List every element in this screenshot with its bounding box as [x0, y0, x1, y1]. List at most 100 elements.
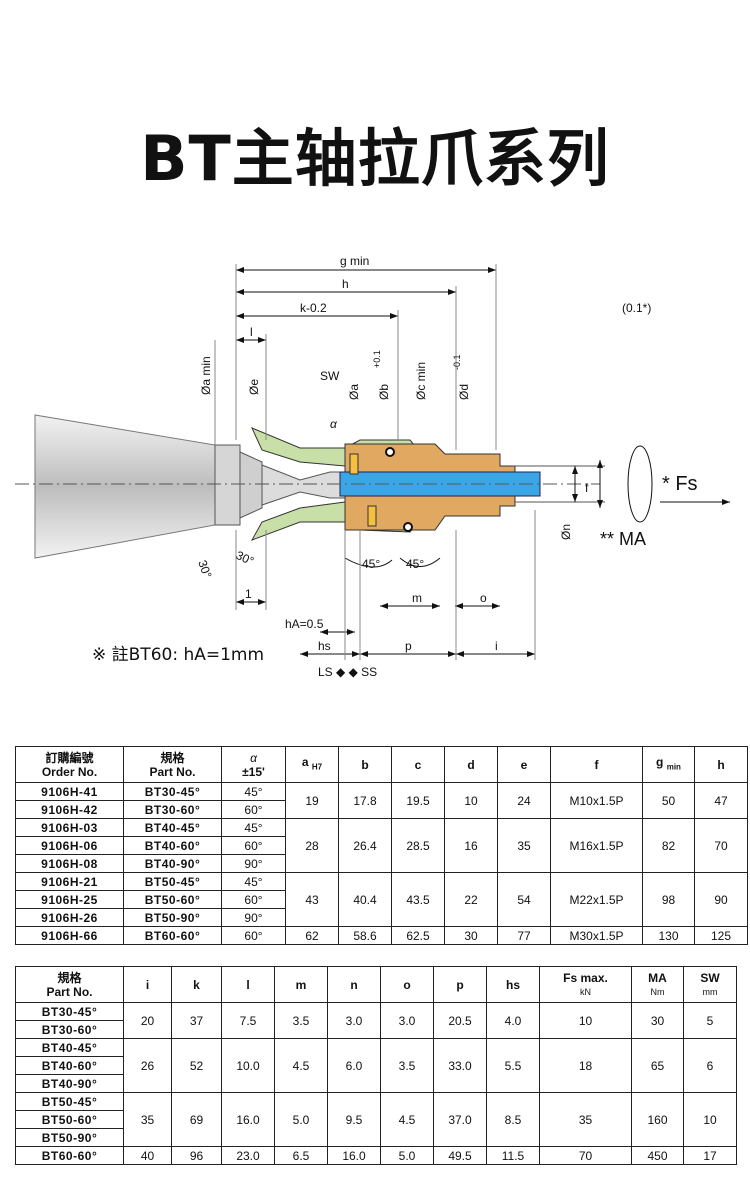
dim-h: h: [342, 277, 349, 291]
part-no: BT50-90°: [15, 1128, 124, 1147]
spec-value: 10.0: [221, 1038, 275, 1093]
spec-value: 96: [171, 1146, 222, 1165]
dim-fs: * Fs: [662, 473, 698, 495]
part-no: BT30-45°: [123, 782, 222, 801]
spec-value: M22x1.5P: [550, 872, 643, 927]
alpha-value: 90°: [221, 908, 286, 927]
col-e: e: [497, 746, 551, 783]
spec-value: 5: [683, 1002, 737, 1039]
spec-value: 77: [497, 926, 551, 945]
spec-value: 30: [444, 926, 498, 945]
col-a: a H7: [285, 746, 339, 783]
spec-value: 98: [642, 872, 695, 927]
spec-value: 69: [171, 1092, 222, 1147]
dim-d: Ød: [457, 384, 471, 400]
spec-value: 18: [539, 1038, 632, 1093]
spec-value: 28.5: [391, 818, 445, 873]
order-no: 9106H-03: [15, 818, 124, 837]
spec-value: 5.5: [486, 1038, 540, 1093]
col-k: k: [171, 966, 222, 1003]
spec-value: 450: [631, 1146, 684, 1165]
spec-value: 24: [497, 782, 551, 819]
part-no: BT50-90°: [123, 908, 222, 927]
part-no: BT50-60°: [15, 1110, 124, 1129]
col-hs: hs: [486, 966, 540, 1003]
col-f: f: [550, 746, 643, 783]
spec-value: 22: [444, 872, 498, 927]
spec-value: 65: [631, 1038, 684, 1093]
part-no: BT40-45°: [15, 1038, 124, 1057]
col-i: i: [123, 966, 172, 1003]
col-p: p: [433, 966, 487, 1003]
spec-value: M30x1.5P: [550, 926, 643, 945]
order-no: 9106H-66: [15, 926, 124, 945]
part-no: BT40-45°: [123, 818, 222, 837]
part-no: BT50-60°: [123, 890, 222, 909]
spec-value: 16.0: [221, 1092, 275, 1147]
col-l: l: [221, 966, 275, 1003]
spec-value: 43: [285, 872, 339, 927]
spec-value: 47: [694, 782, 748, 819]
spec-value: 90: [694, 872, 748, 927]
part-no: BT50-45°: [15, 1092, 124, 1111]
spec-value: 17.8: [338, 782, 392, 819]
part-no: BT30-45°: [15, 1002, 124, 1021]
spec-value: 40: [123, 1146, 172, 1165]
dim-a: Øa: [347, 384, 361, 400]
order-no: 9106H-06: [15, 836, 124, 855]
dim-c-min: Øc min: [414, 362, 428, 400]
part-no: BT30-60°: [123, 800, 222, 819]
col-d: d: [444, 746, 498, 783]
part-no: BT40-90°: [123, 854, 222, 873]
pull-stud: [214, 444, 241, 526]
spec-value: 11.5: [486, 1146, 540, 1165]
spec-value: 10: [444, 782, 498, 819]
col-fs: Fs max.kN: [539, 966, 632, 1003]
spec-value: 5.0: [274, 1092, 328, 1147]
col-b: b: [338, 746, 392, 783]
dim-b: Øb: [377, 384, 391, 400]
spec-value: 35: [123, 1092, 172, 1147]
part-no: BT60-60°: [15, 1146, 124, 1165]
spec-value: 4.0: [486, 1002, 540, 1039]
col-n: n: [327, 966, 381, 1003]
dim-l: l: [250, 325, 253, 339]
spec-value: 62.5: [391, 926, 445, 945]
dim-ref: (0.1*): [622, 301, 651, 315]
dim-e: Øe: [247, 379, 261, 395]
spec-value: 50: [642, 782, 695, 819]
spec-value: 3.0: [380, 1002, 434, 1039]
alpha-value: 45°: [221, 782, 286, 801]
spec-value: 35: [497, 818, 551, 873]
spec-value: 16: [444, 818, 498, 873]
dim-a-min: Øa min: [199, 356, 213, 395]
spec-value: 3.0: [327, 1002, 381, 1039]
spec-value: 4.5: [274, 1038, 328, 1093]
dim-45a: 45°: [362, 557, 380, 571]
col-g: g min: [642, 746, 695, 783]
spec-value: 35: [539, 1092, 632, 1147]
spec-value: M16x1.5P: [550, 818, 643, 873]
dim-sw: SW: [320, 369, 340, 383]
dim-d-tol: -0.1: [452, 354, 462, 370]
dim-p: p: [405, 639, 412, 653]
part-no: BT40-60°: [15, 1056, 124, 1075]
spec-value: 58.6: [338, 926, 392, 945]
alpha-value: 90°: [221, 854, 286, 873]
dim-alpha: α: [330, 417, 338, 431]
spec-value: 33.0: [433, 1038, 487, 1093]
spec-value: 6.5: [274, 1146, 328, 1165]
alpha-value: 45°: [221, 872, 286, 891]
dim-n: Øn: [559, 524, 573, 540]
spec-value: 3.5: [274, 1002, 328, 1039]
spec-value: 5.0: [380, 1146, 434, 1165]
dim-o: o: [480, 591, 487, 605]
